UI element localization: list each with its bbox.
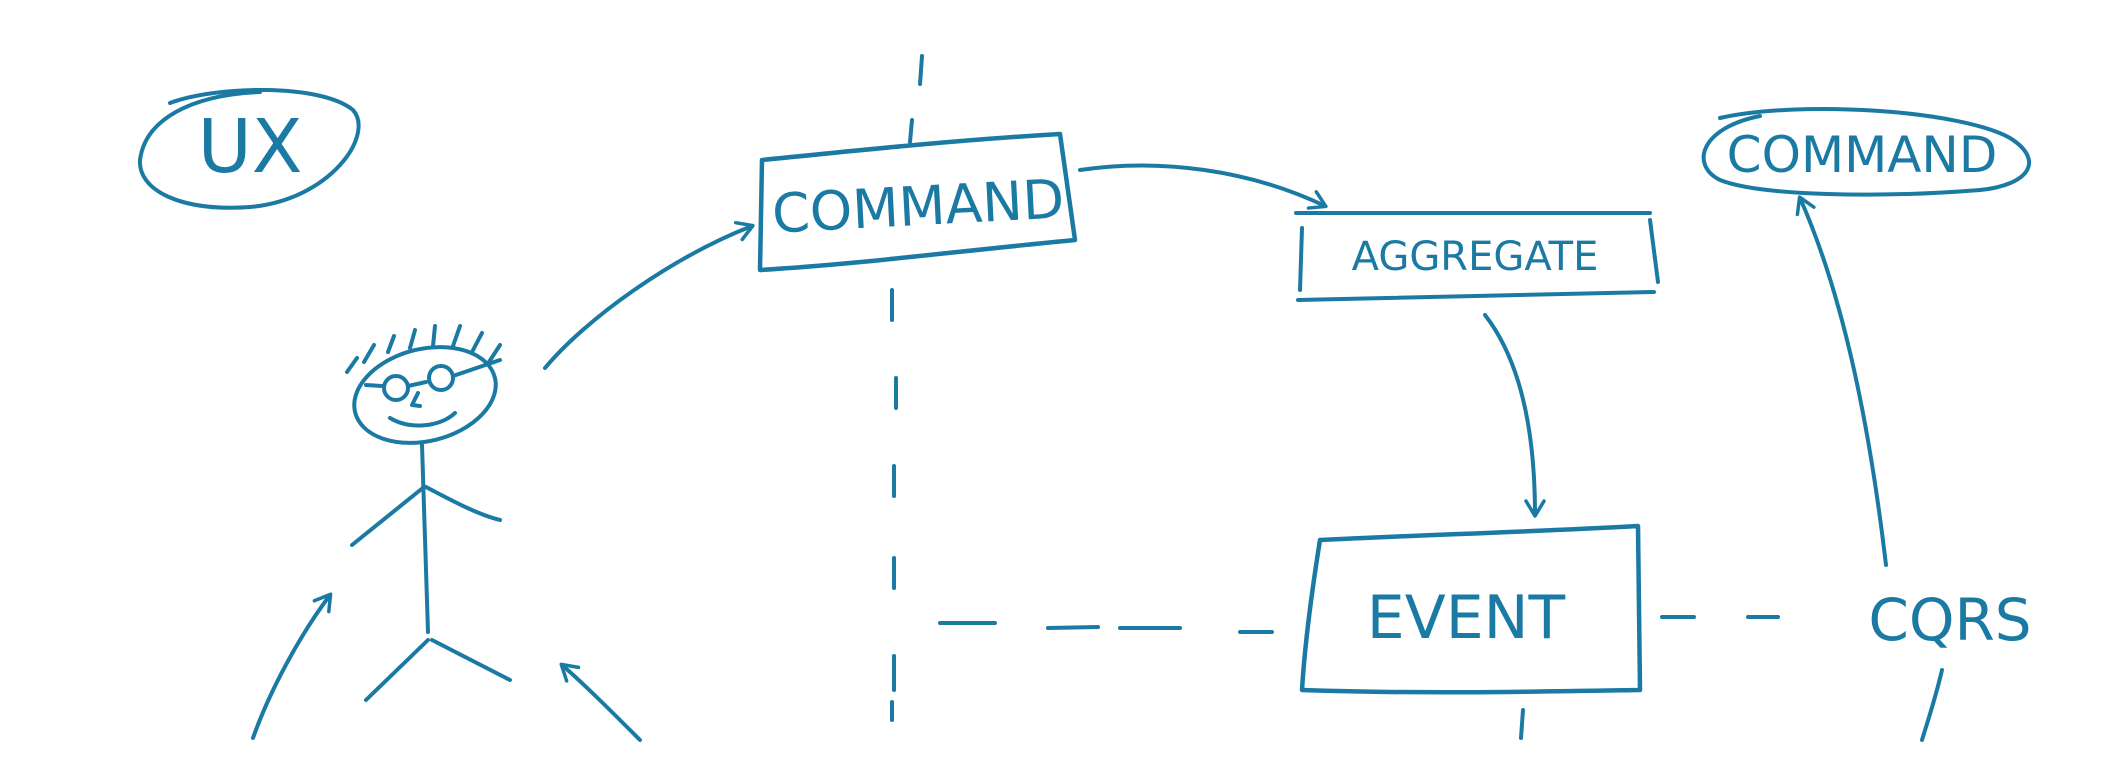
horizontal-dashed-line — [938, 615, 1780, 634]
arrow-cqrs-to-command — [1795, 195, 1888, 567]
stick-figure-icon — [345, 324, 512, 702]
cqrs-label: CQRS — [1868, 586, 2031, 654]
vertical-dashed-divider — [890, 54, 924, 722]
arrow-bottom-left-up — [251, 592, 333, 740]
command-right-label: COMMAND — [1727, 126, 1998, 184]
event-tail-line — [1519, 708, 1525, 740]
command-box: COMMAND — [757, 131, 1078, 273]
command-ellipse — [1701, 106, 2032, 197]
command-label: COMMAND — [770, 167, 1065, 245]
arrow-aggregate-to-event — [1483, 313, 1546, 518]
arrow-bottom-middle-up — [559, 662, 642, 742]
command-ellipse-group: COMMAND — [1701, 106, 2032, 197]
aggregate-box: AGGREGATE — [1294, 211, 1660, 302]
aggregate-label: AGGREGATE — [1352, 234, 1599, 280]
arrow-figure-to-command — [543, 220, 755, 370]
arrow-command-to-aggregate — [1078, 163, 1328, 210]
cqrs-tail-line — [1920, 668, 1944, 742]
event-box: EVENT — [1299, 523, 1643, 695]
ux-label-group: UX — [137, 88, 361, 210]
event-label: EVENT — [1367, 583, 1566, 653]
ux-ellipse — [137, 88, 361, 210]
ux-label: UX — [198, 104, 303, 190]
